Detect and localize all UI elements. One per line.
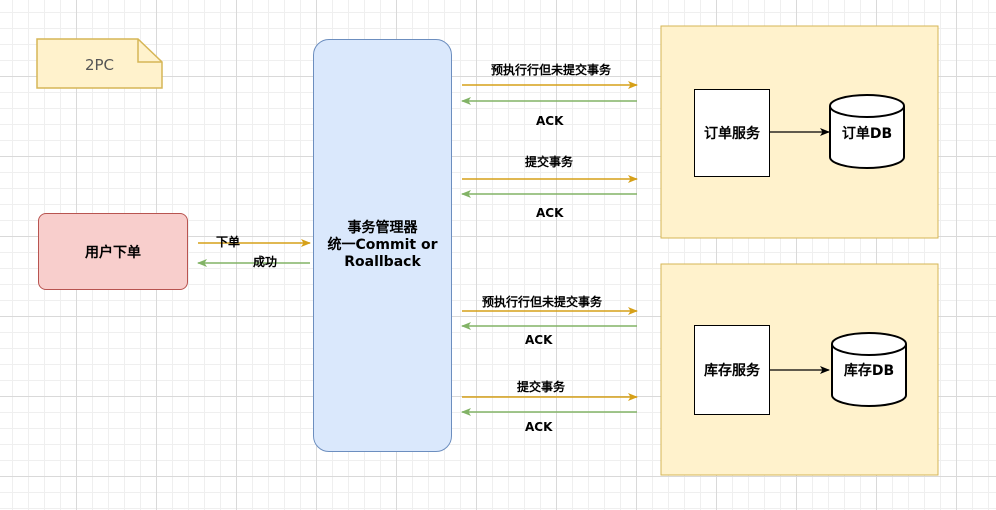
note-2pc-shape: [36, 38, 163, 89]
edge-label-order-ack2: ACK: [536, 206, 564, 220]
inventory-db-cylinder: [831, 332, 907, 407]
inventory-service-label: 库存服务: [704, 363, 760, 379]
user-order-label: 用户下单: [85, 244, 141, 261]
order-service-label: 订单服务: [704, 126, 760, 142]
order-db-cylinder: [829, 94, 905, 169]
edge-label-inv-ack1: ACK: [525, 333, 553, 347]
edge-label-success: 成功: [253, 255, 278, 269]
tm-line3: Roallback: [344, 254, 421, 270]
order-service-box[interactable]: 订单服务: [694, 89, 770, 177]
edge-label-place-order: 下单: [216, 235, 241, 249]
inventory-service-box[interactable]: 库存服务: [694, 325, 770, 415]
tm-line2: 统一Commit or: [327, 237, 438, 253]
order-db-label: 订单DB: [841, 126, 893, 142]
tm-line1: 事务管理器: [347, 220, 418, 236]
edge-label-inv-commit: 提交事务: [517, 380, 566, 394]
note-2pc-label: 2PC: [84, 56, 115, 74]
inventory-db-label: 库存DB: [843, 363, 895, 379]
edge-label-order-commit: 提交事务: [525, 155, 574, 169]
edge-label-order-ack1: ACK: [536, 114, 564, 128]
user-order-box[interactable]: 用户下单: [38, 213, 188, 290]
transaction-manager-box[interactable]: 事务管理器 统一Commit or Roallback: [313, 39, 452, 452]
edge-label-inv-ack2: ACK: [525, 420, 553, 434]
edge-label-order-prepare: 预执行行但未提交事务: [491, 63, 612, 77]
edge-label-inv-prepare: 预执行行但未提交事务: [482, 295, 603, 309]
